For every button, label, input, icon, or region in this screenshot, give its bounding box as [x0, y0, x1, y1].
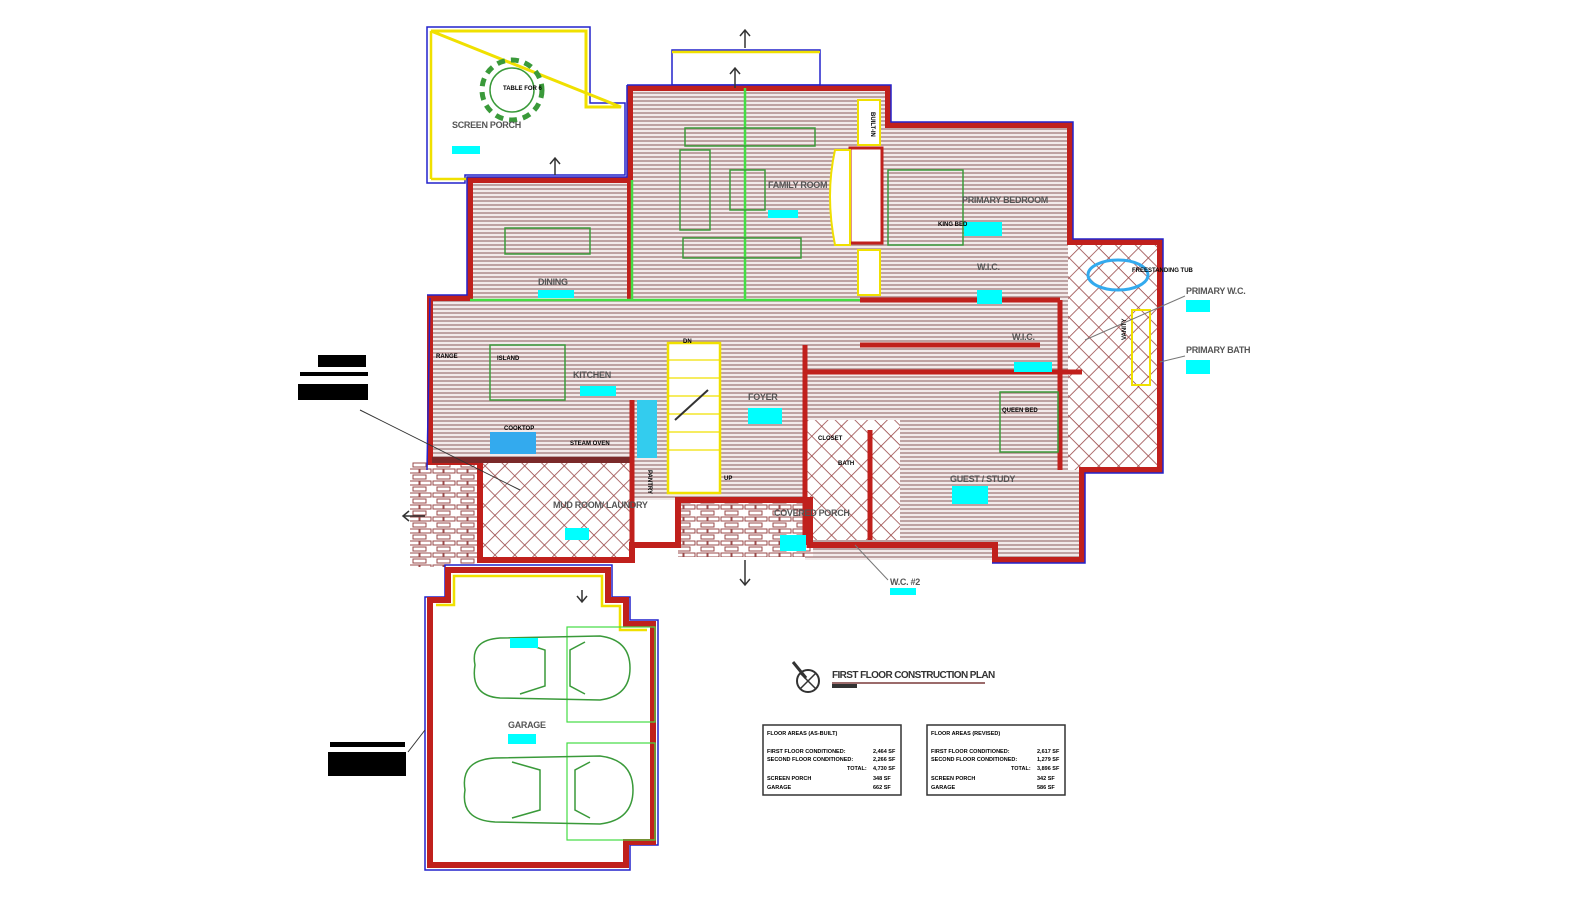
table-title: FLOOR AREAS (AS-BUILT) — [767, 731, 837, 737]
foyer-label: FOYER — [748, 392, 778, 402]
room-tag — [452, 146, 480, 154]
guest-study-label: GUEST / STUDY — [950, 474, 1015, 484]
plan-title: FIRST FLOOR CONSTRUCTION PLAN — [832, 670, 995, 681]
arrow-icon — [401, 28, 751, 604]
sofa — [679, 149, 711, 231]
callouts — [298, 355, 521, 776]
king-bed-label: KING BED — [938, 222, 968, 228]
range-label: RANGE — [436, 354, 458, 360]
screen-porch-label: SCREEN PORCH — [452, 120, 521, 130]
row-label: SCREEN PORCH — [931, 776, 975, 782]
row-label: GARAGE — [767, 785, 791, 791]
row-value: 586 SF — [1037, 785, 1055, 791]
bath-label: BATH — [838, 461, 854, 467]
tub-label: FREESTANDING TUB — [1132, 268, 1194, 274]
area-table: FLOOR AREAS (REVISED) FIRST FLOOR CONDIT… — [926, 724, 1066, 796]
row-value: 1,279 SF — [1037, 757, 1060, 763]
mud-room-label: MUD ROOM/ LAUNDRY — [553, 500, 648, 510]
row-label: SECOND FLOOR CONDITIONED: — [767, 757, 853, 763]
north-arrow-icon — [796, 669, 820, 693]
row-label: SECOND FLOOR CONDITIONED: — [931, 757, 1017, 763]
steam-oven-label: STEAM OVEN — [570, 441, 610, 447]
primary-bedroom-label: PRIMARY BEDROOM — [962, 195, 1048, 205]
screen-porch: TABLE FOR 6 SCREEN PORCH — [426, 26, 626, 184]
dining-label: DINING — [538, 277, 568, 287]
row-value: 348 SF — [873, 776, 891, 782]
room-labels: FAMILY ROOM PRIMARY BEDROOM DINING KITCH… — [538, 180, 1251, 595]
row-label: SCREEN PORCH — [767, 776, 811, 782]
row-label: TOTAL: — [1011, 766, 1031, 772]
row-label: FIRST FLOOR CONDITIONED: — [767, 749, 846, 755]
cooktop-label: COOKTOP — [504, 426, 534, 432]
fixture-labels: ISLAND COOKTOP STEAM OVEN RANGE PANTRY V… — [436, 222, 1128, 494]
row-label: GARAGE — [931, 785, 955, 791]
row-value: 3,896 SF — [1037, 766, 1060, 772]
row-label: FIRST FLOOR CONDITIONED: — [931, 749, 1010, 755]
plan-title-block: FIRST FLOOR CONSTRUCTION PLAN — [791, 661, 996, 693]
stair-up-label: UP — [724, 476, 732, 482]
row-value: 2,266 SF — [873, 757, 896, 763]
primary-bath-label: PRIMARY BATH — [1186, 345, 1250, 355]
primary-wc-label: PRIMARY W.C. — [1186, 286, 1245, 296]
fireplace — [848, 146, 884, 245]
wic-label: W.I.C. — [977, 262, 1000, 272]
round-table — [489, 67, 535, 113]
main-house: BUILT-IN UP DN — [410, 84, 1164, 567]
wc2-label: W.C. #2 — [890, 577, 920, 587]
vanity-label: VANITY — [1122, 318, 1128, 340]
row-value: 2,464 SF — [873, 749, 896, 755]
row-value: 662 SF — [873, 785, 891, 791]
pantry-label: PANTRY — [646, 470, 652, 494]
family-room-label: FAMILY ROOM — [768, 180, 827, 190]
furniture — [489, 127, 1151, 458]
queen-bed — [999, 391, 1059, 453]
kitchen-label: KITCHEN — [573, 370, 611, 380]
table-title: FLOOR AREAS (REVISED) — [931, 731, 1000, 737]
kitchen-island — [489, 344, 566, 401]
island-label: ISLAND — [497, 356, 520, 362]
row-value: 342 SF — [1037, 776, 1055, 782]
wic-2-label: W.I.C. — [1012, 332, 1035, 342]
row-value: 2,617 SF — [1037, 749, 1060, 755]
area-table: FLOOR AREAS (AS-BUILT) FIRST FLOOR CONDI… — [762, 724, 902, 796]
bay-window — [671, 49, 821, 86]
stair-down-label: DN — [683, 339, 692, 345]
car-icon — [463, 755, 634, 825]
table-label: TABLE FOR 6 — [503, 86, 543, 92]
row-value: 4,730 SF — [873, 766, 896, 772]
row-label: TOTAL: — [847, 766, 867, 772]
freestanding-tub — [1086, 258, 1150, 292]
covered-porch-label: COVERED PORCH — [774, 508, 850, 518]
closet-label: CLOSET — [818, 436, 843, 442]
queen-bed-label: QUEEN BED — [1002, 408, 1038, 414]
garage-label: GARAGE — [508, 720, 546, 730]
king-bed — [887, 169, 964, 246]
built-in-label: BUILT-IN — [869, 112, 875, 137]
garage: GARAGE — [424, 564, 659, 871]
dining-table — [504, 227, 591, 255]
